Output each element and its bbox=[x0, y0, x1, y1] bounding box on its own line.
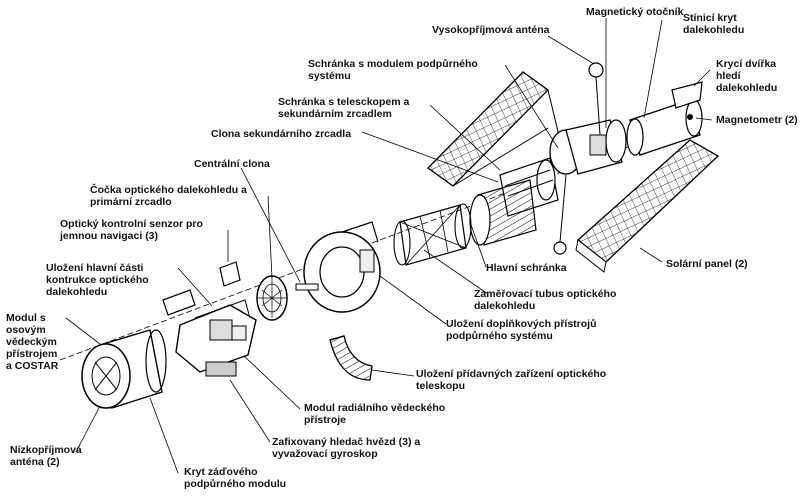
primary-mirror bbox=[256, 275, 288, 321]
fgs-box bbox=[219, 261, 241, 287]
main-barrel bbox=[469, 179, 537, 246]
focal-plane-structure bbox=[175, 299, 257, 377]
forward-shell-assembly bbox=[549, 62, 703, 255]
equipment-ring bbox=[303, 221, 381, 313]
label-cocka: Čočka optického dalekohledu a primární z… bbox=[90, 184, 247, 208]
label-opticky-senzor: Optický kontrolní senzor pro jemnou navi… bbox=[60, 218, 203, 242]
label-solarni-panel: Solární panel (2) bbox=[666, 258, 748, 270]
label-hlavni-schranka: Hlavní schránka bbox=[486, 262, 567, 274]
lower-solar-panel bbox=[575, 139, 720, 273]
label-schranka-modul: Schránka s modulem podpůrného systému bbox=[308, 58, 478, 82]
label-schranka-teleskop: Schránka s telesckopem a sekundárním zrc… bbox=[278, 96, 410, 120]
label-kryci-dvirka: Krycí dvířka hledí dalekohledu bbox=[716, 58, 778, 94]
label-nizkoprijmova-antena: Nízkopříjmová anténa (2) bbox=[10, 444, 82, 468]
radial-instrument-box bbox=[162, 289, 196, 316]
label-zamerovaci-tubus: Zaměřovací tubus optického dalekohledu bbox=[474, 288, 617, 312]
label-kryt-zadoveho: Kryt záďového podpůrného modulu bbox=[184, 466, 287, 490]
label-magneticky-otocnik: Magnetický otočník bbox=[586, 6, 684, 18]
label-ulozeni-pridavnych: Uložení přídavných zařízení optického te… bbox=[416, 368, 607, 392]
central-baffle bbox=[295, 283, 319, 291]
label-magnetometr: Magnetometr (2) bbox=[716, 114, 798, 126]
label-centralni-clona: Centrální clona bbox=[194, 158, 270, 170]
label-zafixovany-hledac: Zafixovaný hledač hvězd (3) a vyvažovací… bbox=[272, 436, 421, 460]
label-modul-radialniho: Modul radiálního vědeckého přístroje bbox=[304, 402, 446, 426]
label-stinici-kryt: Stínicí kryt dalekohledu bbox=[683, 12, 745, 36]
ota-equipment-section bbox=[329, 335, 373, 381]
aft-shroud bbox=[81, 329, 167, 409]
label-ulozeni-hlavni: Uložení hlavní části kontrukce optického… bbox=[46, 262, 149, 298]
upper-solar-panel bbox=[427, 71, 561, 187]
label-ulozeni-doplnkovych: Uložení doplňkových přístrojů podpůrného… bbox=[446, 318, 597, 342]
label-clona-sekundarniho: Clona sekundárního zrcadla bbox=[211, 128, 352, 140]
label-modul-osovy: Modul s osovým vědeckým přístrojem a COS… bbox=[6, 312, 59, 372]
label-vysokoprijmova-antena: Vysokopříjmová anténa bbox=[432, 24, 550, 36]
leader-lines bbox=[65, 18, 713, 474]
